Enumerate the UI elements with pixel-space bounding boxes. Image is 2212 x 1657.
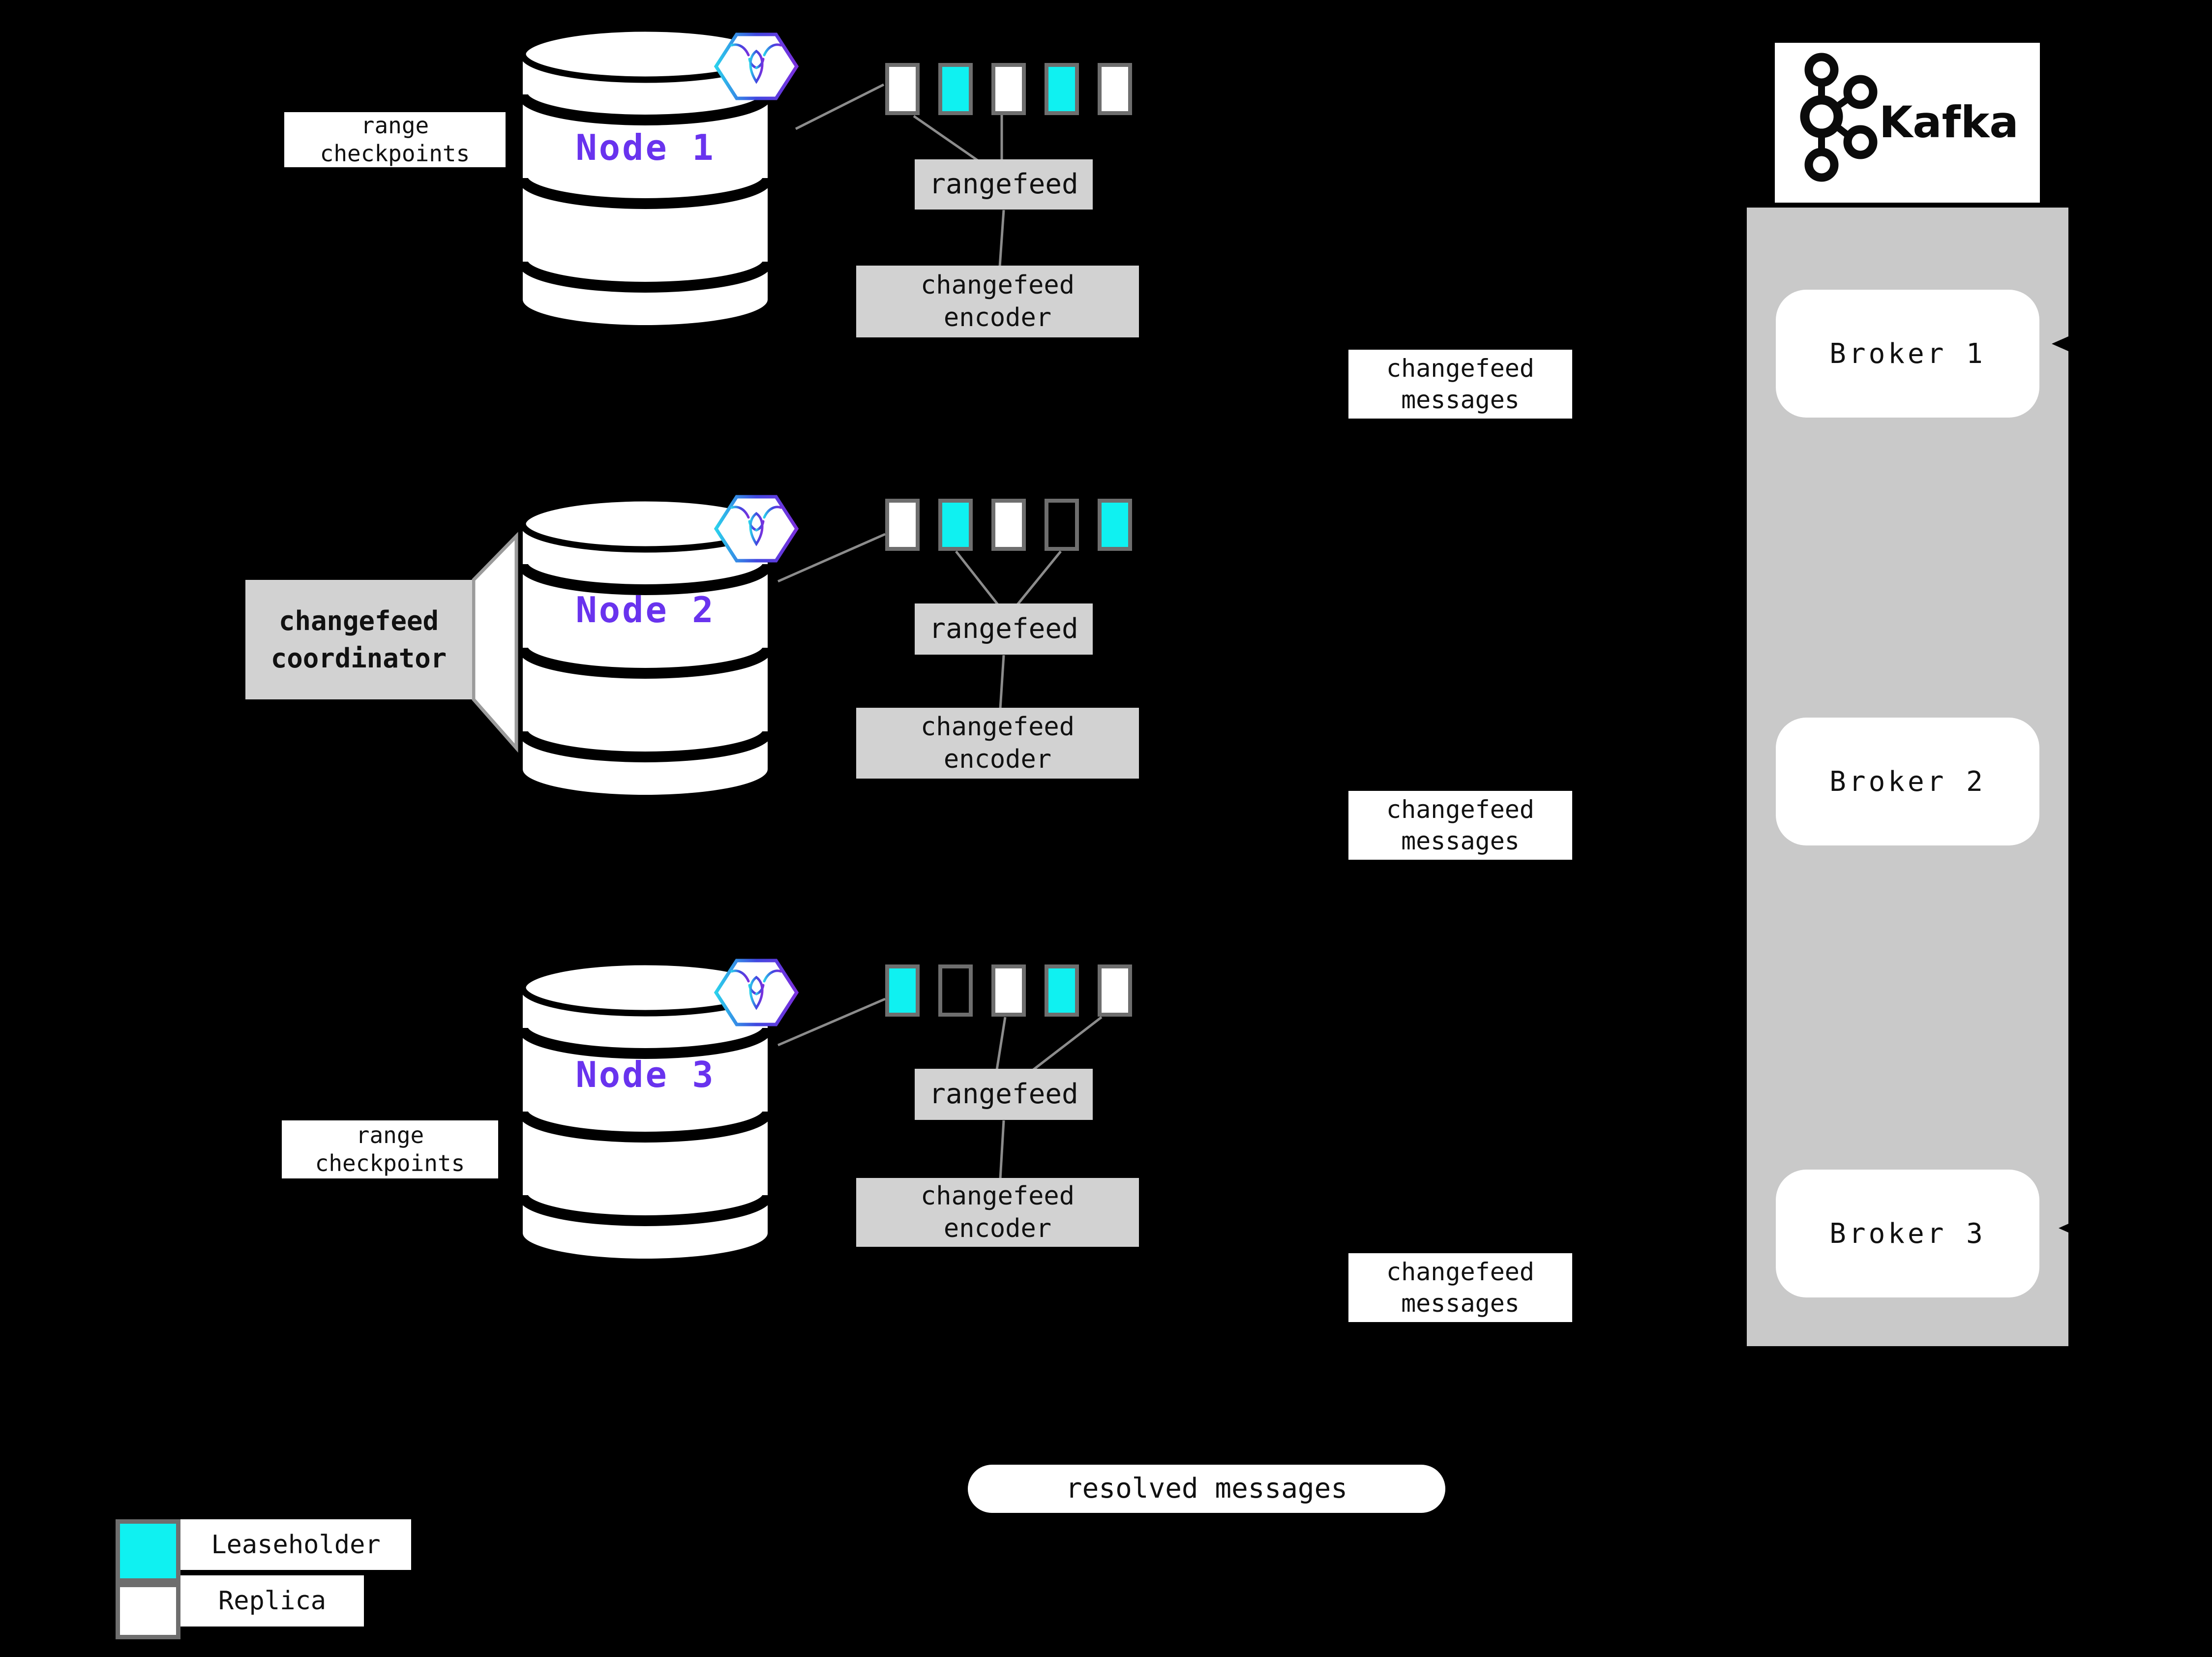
broker-box: Broker 2 [1776, 718, 2039, 845]
range-square-leaseholder [1045, 63, 1079, 115]
range-square-leaseholder [938, 63, 973, 115]
range-square-replica [991, 63, 1026, 115]
changefeed-messages-label: changefeed messages [1348, 350, 1572, 419]
changefeed-encoder-box: changefeed encoder [856, 708, 1139, 779]
changefeed-encoder-box: changefeed encoder [856, 1178, 1139, 1247]
node2-range-squares [885, 499, 1132, 551]
range-checkpoints-label: range checkpoints [282, 1120, 498, 1178]
range-checkpoints-label: range checkpoints [284, 112, 506, 167]
rangefeed-box: rangefeed [915, 1069, 1093, 1120]
range-square-replica [991, 964, 1026, 1017]
range-square-replica [885, 63, 920, 115]
changefeed-messages-label: changefeed messages [1348, 1253, 1572, 1322]
range-square-leaseholder [938, 499, 973, 551]
legend-swatch-replica [116, 1583, 180, 1639]
broker-box: Broker 1 [1776, 290, 2039, 418]
changefeed-messages-label: changefeed messages [1348, 791, 1572, 860]
range-square-leaseholder [1098, 499, 1132, 551]
kafka-logo: Kafka [1775, 43, 2040, 203]
cockroachdb-badge-icon [714, 495, 799, 563]
range-square-replica [1098, 964, 1132, 1017]
legend-label-leaseholder: Leaseholder [180, 1519, 411, 1570]
legend-label-replica: Replica [180, 1575, 364, 1627]
range-square-unfilled [1045, 499, 1079, 551]
rangefeed-box: rangefeed [915, 603, 1093, 655]
node3-cylinder [519, 959, 772, 1259]
range-square-leaseholder [1045, 964, 1079, 1017]
range-square-unfilled [938, 964, 973, 1017]
broker-box: Broker 3 [1776, 1170, 2039, 1297]
node3-range-squares [885, 964, 1132, 1017]
range-square-replica [885, 499, 920, 551]
changefeed-coordinator-box: changefeed coordinator [245, 580, 472, 699]
cockroachdb-badge-icon [714, 32, 799, 100]
node-label: Node 1 [575, 127, 716, 168]
rangefeed-box: rangefeed [915, 159, 1093, 210]
changefeed-encoder-box: changefeed encoder [856, 266, 1139, 337]
node-label: Node 3 [575, 1054, 716, 1095]
node-label: Node 2 [575, 589, 716, 631]
resolved-messages-pill: resolved messages [968, 1465, 1445, 1513]
cockroachdb-badge-icon [714, 959, 799, 1026]
kafka-wordmark: Kafka [1879, 97, 2019, 148]
range-square-leaseholder [885, 964, 920, 1017]
coordinator-flag [472, 532, 518, 753]
range-square-replica [1098, 63, 1132, 115]
node2-cylinder [519, 495, 772, 795]
node1-range-squares [885, 63, 1132, 115]
legend-swatch-leaseholder [116, 1519, 180, 1583]
kafka-logo-icon: Kafka [1800, 53, 2019, 182]
range-square-replica [991, 499, 1026, 551]
